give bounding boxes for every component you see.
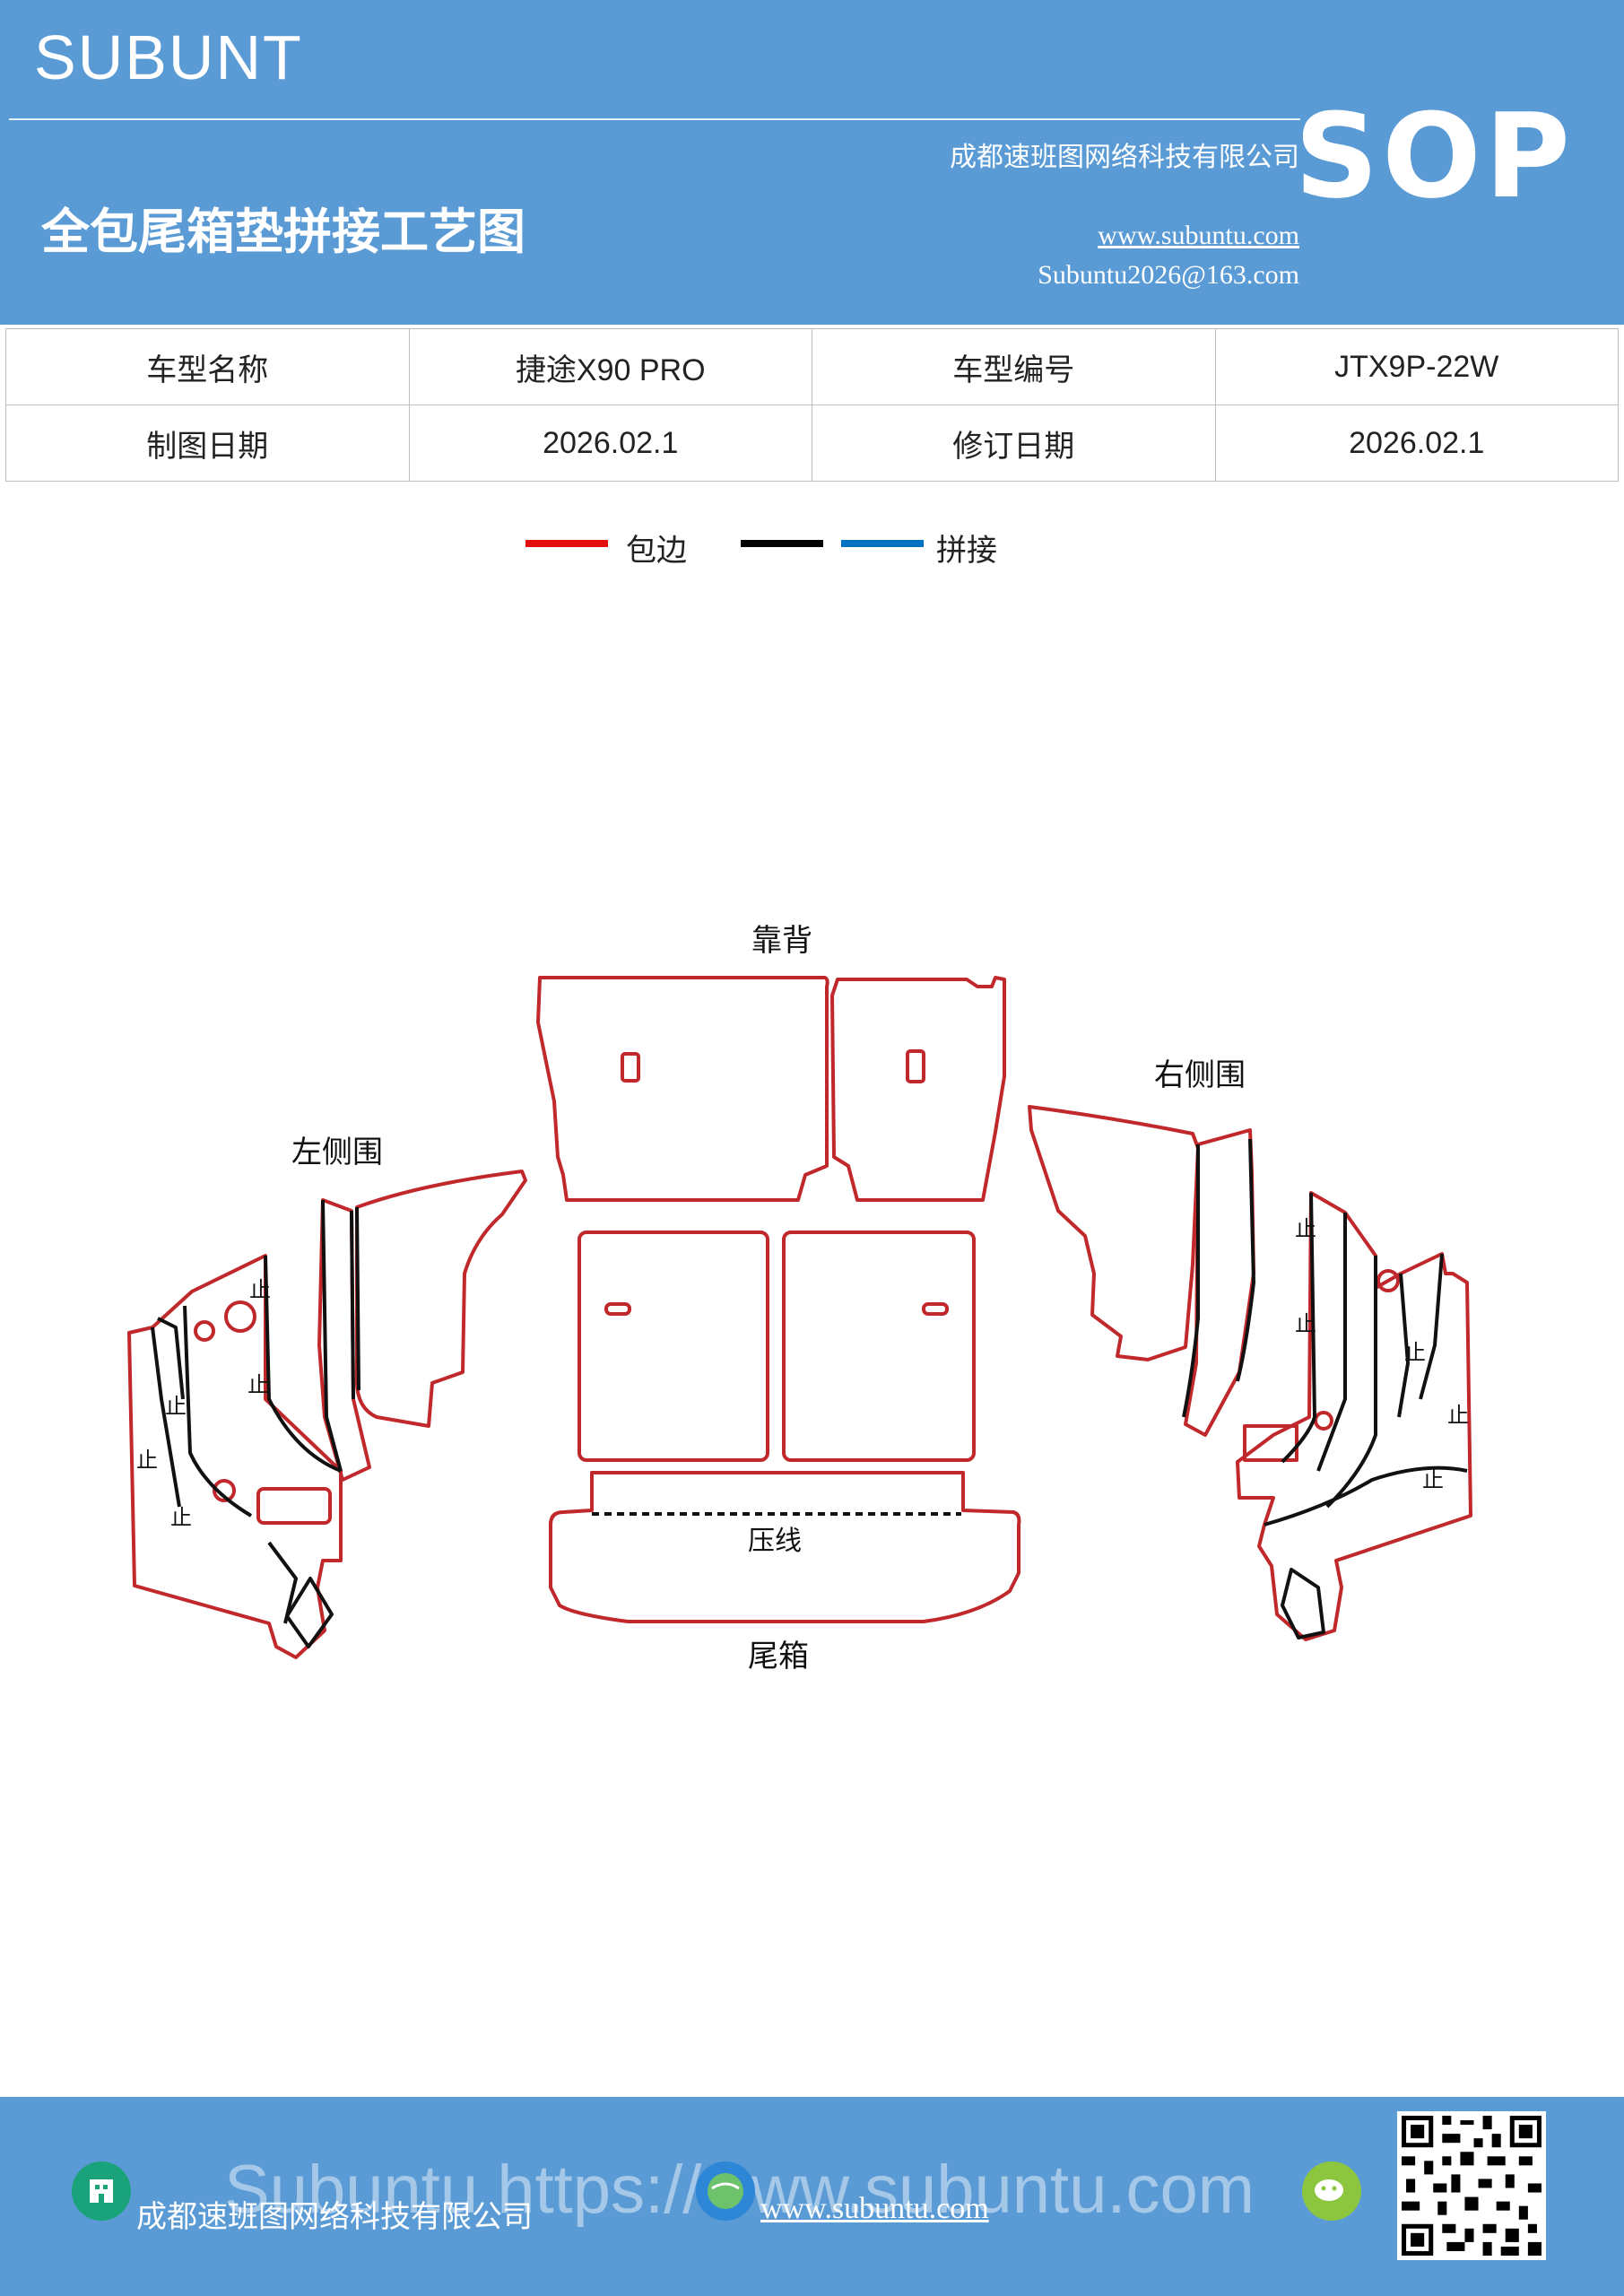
revise-date-label: 修订日期	[812, 404, 1216, 482]
header-divider	[9, 118, 1300, 120]
backrest-label: 靠背	[751, 923, 812, 959]
page-footer: Subuntu https://www.subuntu.com 成都速班图网络科…	[0, 2097, 1624, 2296]
company-name: 成都速班图网络科技有限公司	[950, 142, 1299, 173]
globe-icon	[696, 2161, 755, 2221]
right-side-main	[1236, 1191, 1472, 1641]
model-name-label: 车型名称	[5, 328, 410, 405]
left-splice-line	[267, 1541, 298, 1624]
right-splice-line	[1281, 1192, 1316, 1464]
backrest-left-slot	[621, 1052, 640, 1083]
vehicle-info-table: 车型名称 捷途X90 PRO 车型编号 JTX9P-22W 制图日期 2026.…	[5, 328, 1619, 482]
legend-splice-swatch-blue	[841, 540, 924, 547]
right-side-hole	[1376, 1269, 1400, 1292]
qr-code	[1397, 2111, 1546, 2260]
left-side-hole	[213, 1479, 236, 1502]
footer-company: 成都速班图网络科技有限公司	[136, 2199, 533, 2235]
model-name-value: 捷途X90 PRO	[408, 328, 812, 405]
left-side-hole	[224, 1300, 256, 1333]
legend-edge-swatch	[525, 540, 608, 547]
left-splice-line	[355, 1206, 360, 1391]
floor-left-slot	[604, 1302, 631, 1316]
right-splice-line	[1281, 1568, 1325, 1639]
trunk-label: 尾箱	[748, 1639, 809, 1674]
stop-mark: 止	[136, 1448, 158, 1473]
stop-mark: 止	[170, 1505, 192, 1530]
stop-mark: 止	[249, 1277, 271, 1302]
backrest-right-panel	[830, 976, 1006, 1202]
page-header: SUBUNT 全包尾箱垫拼接工艺图 成都速班图网络科技有限公司 www.subu…	[0, 0, 1624, 325]
stop-mark: 止	[1404, 1340, 1426, 1365]
table-row: 制图日期 2026.02.1 修订日期 2026.02.1	[5, 404, 1619, 482]
right-splice-line	[1264, 1465, 1468, 1526]
trunk-panel	[549, 1471, 1021, 1623]
company-email-link[interactable]: Subuntu2026@163.com	[1038, 260, 1299, 290]
left-side-main	[127, 1254, 343, 1659]
floor-right-slot	[922, 1302, 949, 1316]
right-splice-line	[1236, 1138, 1255, 1382]
right-side-hole	[1314, 1411, 1333, 1431]
sop-badge: SOP	[1294, 88, 1574, 224]
legend: 包边 拼接	[0, 520, 1624, 574]
draw-date-value: 2026.02.1	[408, 404, 812, 482]
stop-mark: 止	[248, 1372, 269, 1397]
left-side-wing	[355, 1170, 527, 1428]
crease-label: 压线	[748, 1526, 802, 1557]
left-side-slot	[256, 1487, 332, 1525]
left-side-hole	[194, 1320, 215, 1342]
right-side-slot	[1243, 1424, 1298, 1462]
building-icon	[72, 2161, 131, 2221]
company-url-link[interactable]: www.subuntu.com	[1098, 221, 1299, 250]
right-side-label: 右侧围	[1154, 1057, 1246, 1093]
left-splice-line	[264, 1255, 342, 1473]
model-code-label: 车型编号	[812, 328, 1216, 405]
page-title: 全包尾箱垫拼接工艺图	[41, 204, 525, 260]
left-splice-line	[151, 1326, 181, 1508]
legend-splice-swatch-black	[741, 540, 823, 547]
stop-mark: 止	[1295, 1311, 1316, 1336]
floor-right-panel	[782, 1231, 976, 1462]
left-splice-line	[350, 1210, 355, 1400]
right-splice-line	[1182, 1144, 1200, 1418]
right-splice-line	[1397, 1273, 1410, 1418]
wechat-icon	[1302, 2161, 1361, 2221]
right-splice-line	[1325, 1256, 1377, 1509]
stop-mark: 止	[165, 1394, 187, 1419]
left-splice-line	[285, 1577, 334, 1648]
table-row: 车型名称 捷途X90 PRO 车型编号 JTX9P-22W	[5, 328, 1619, 405]
stop-mark: 止	[1447, 1403, 1469, 1428]
backrest-left-panel	[536, 976, 829, 1202]
draw-date-label: 制图日期	[5, 404, 410, 482]
revise-date-value: 2026.02.1	[1214, 404, 1619, 482]
legend-edge-label: 包边	[626, 533, 687, 569]
mat-layout-diagram: 靠背 左侧围 右侧围 压线 尾箱 止 止 止 止 止 止 止 止 止 止	[127, 923, 1472, 1674]
right-splice-line	[1316, 1213, 1347, 1472]
right-side-wing	[1028, 1105, 1200, 1361]
stop-mark: 止	[1295, 1216, 1316, 1241]
left-side-label: 左侧围	[291, 1135, 383, 1170]
left-splice-line	[183, 1305, 253, 1518]
model-code-value: JTX9P-22W	[1214, 328, 1619, 405]
legend-splice-label: 拼接	[936, 533, 997, 569]
left-splice-line	[157, 1317, 185, 1400]
left-splice-line	[321, 1199, 343, 1472]
footer-url-link[interactable]: www.subuntu.com	[760, 2192, 989, 2225]
backrest-right-slot	[906, 1049, 925, 1083]
stop-mark: 止	[1422, 1467, 1444, 1492]
right-splice-line	[1419, 1253, 1444, 1400]
floor-left-panel	[578, 1231, 769, 1462]
brand-logo: SUBUNT	[34, 22, 303, 92]
